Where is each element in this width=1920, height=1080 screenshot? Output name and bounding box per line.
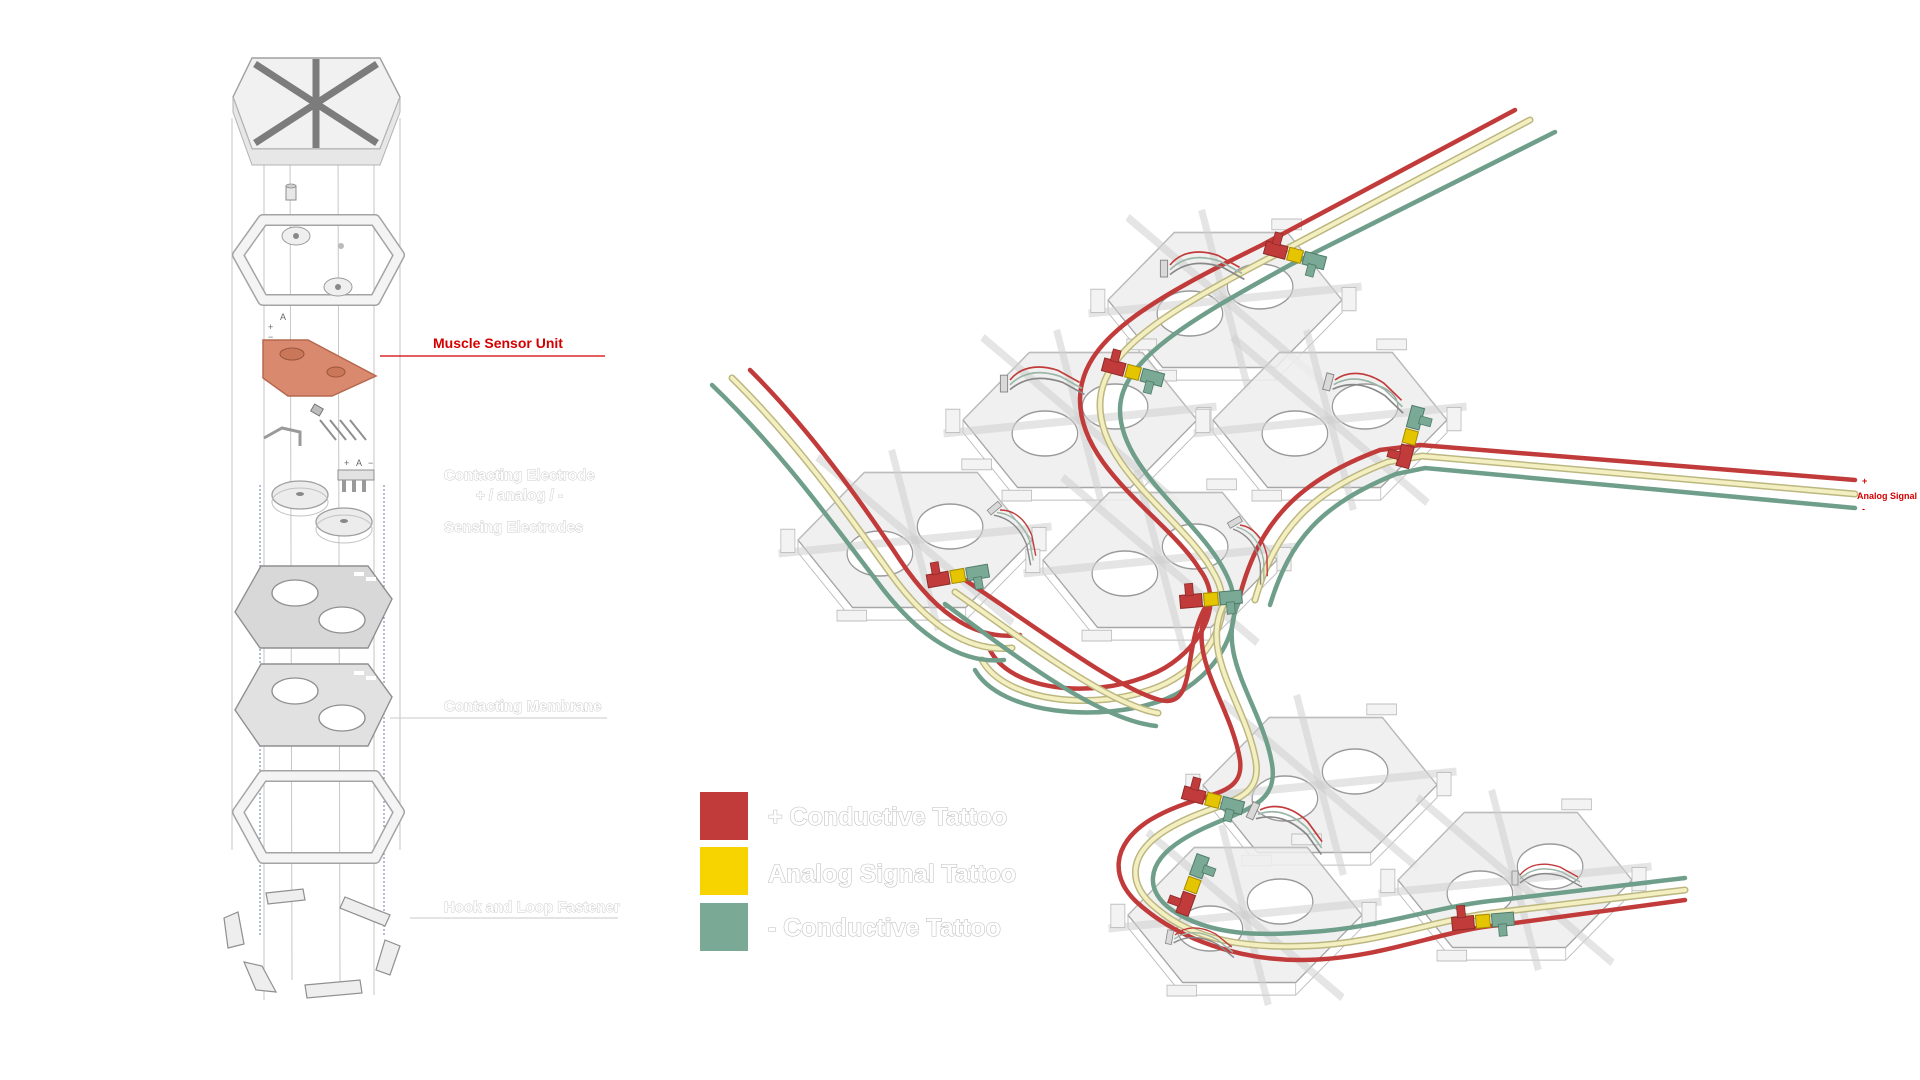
hex-frame-lower xyxy=(232,770,405,864)
label-contacting-electrode-polarity: + / analog / - xyxy=(476,487,563,504)
svg-text:−: − xyxy=(368,458,373,468)
label-muscle-sensor-unit: Muscle Sensor Unit xyxy=(433,335,563,351)
svg-text:+: + xyxy=(344,458,349,468)
legend-item-analog: Analog Signal Tattoo xyxy=(700,847,1017,895)
stack-guide-lines xyxy=(231,118,401,1000)
legend-label-analog: Analog Signal Tattoo xyxy=(768,860,1016,888)
muscle-sensor-unit-layer: A + − xyxy=(262,312,378,397)
legend-item-positive: + Conductive Tattoo xyxy=(700,792,1008,840)
hook-loop-fastener-pads xyxy=(223,888,401,999)
svg-text:A: A xyxy=(356,458,362,468)
legend-label-positive: + Conductive Tattoo xyxy=(768,803,1007,831)
exploded-sensor-stack: A + − + A − xyxy=(223,57,405,1000)
top-cap xyxy=(232,57,401,166)
trace-negative-upper xyxy=(972,129,1558,715)
label-contacting-membrane: Contacting Membrane xyxy=(444,698,602,715)
trace-negative-lower xyxy=(1150,597,1688,937)
output-plus-symbol: + xyxy=(1862,476,1867,486)
legend-label-negative: - Conductive Tattoo xyxy=(768,914,1001,942)
electrode-plate xyxy=(234,565,393,649)
trace-positive-lower xyxy=(1116,597,1688,963)
label-contacting-electrode: Contacting Electrode xyxy=(444,467,595,484)
svg-text:−: − xyxy=(268,332,273,342)
legend-item-negative: - Conductive Tattoo xyxy=(700,903,1001,951)
label-sensing-electrodes: Sensing Electrodes xyxy=(444,519,583,536)
trace-positive-output xyxy=(1237,442,1858,598)
output-minus-symbol: - xyxy=(1862,504,1865,514)
electronics-parts xyxy=(263,403,367,446)
svg-text:+: + xyxy=(268,322,273,332)
label-hook-loop-fastener: Hook and Loop Fastener xyxy=(444,899,620,916)
trace-negative-output xyxy=(1267,465,1858,608)
legend-swatch-analog xyxy=(700,847,748,895)
legend-swatch-positive xyxy=(700,792,748,840)
output-analog-signal-label: Analog Signal xyxy=(1857,491,1917,501)
stack-callouts: Muscle Sensor Unit Contacting Electrode … xyxy=(380,335,620,919)
svg-text:A: A xyxy=(280,312,286,322)
legend: + Conductive Tattoo Analog Signal Tattoo… xyxy=(700,792,1017,951)
sensing-electrode-discs xyxy=(271,480,373,544)
tattoo-traces xyxy=(709,107,1859,963)
contacting-membrane-plate xyxy=(234,663,393,747)
tattoo-network: + Analog Signal - xyxy=(709,107,1917,1005)
trace-negative-left xyxy=(709,382,1007,663)
legend-swatch-negative xyxy=(700,903,748,951)
contacting-electrode-pins: + A − xyxy=(337,458,375,492)
hex-frame-upper xyxy=(232,214,405,306)
analog-signal-output: + Analog Signal - xyxy=(1857,476,1917,514)
screw xyxy=(285,183,297,201)
